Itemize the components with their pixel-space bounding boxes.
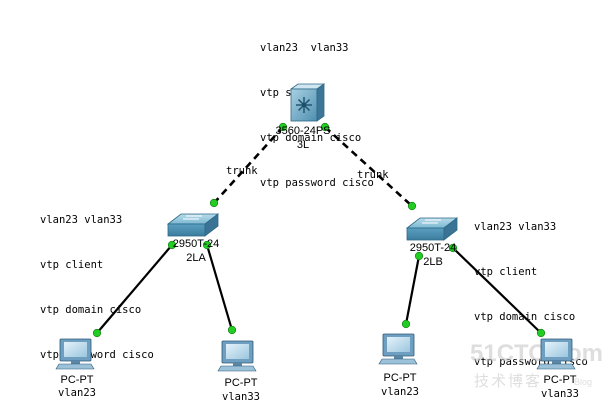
core-model-label: 3560-24PS (275, 125, 330, 137)
monitor-neck (552, 361, 561, 364)
switch-arrows-icon (422, 219, 441, 224)
monitor-screen (64, 342, 87, 357)
access-link (96, 244, 173, 334)
switch-front-face (406, 227, 445, 241)
note-line: vtp password cisco (260, 177, 374, 189)
note-line: vtp client (40, 259, 104, 271)
pc-type-label: PC-PT (544, 374, 577, 386)
monitor-neck (233, 363, 242, 366)
note-line: vlan23 vlan33 (474, 221, 557, 233)
note-line: vtp domain cisco (40, 304, 142, 316)
access-link (205, 244, 234, 331)
pc-2[interactable]: PC-PT vlan33 (217, 340, 260, 403)
core-name-label: 3L (297, 139, 309, 151)
trunk-label-right: trunk (357, 169, 389, 181)
access-link (452, 247, 542, 334)
switch-front-face (167, 223, 206, 237)
left-switch-name-label: 2LA (186, 252, 206, 264)
link-status-dots (92, 122, 546, 338)
switch-side-face (204, 213, 219, 237)
monitor-screen (387, 337, 410, 352)
watermark-brand: 51CTO.com (470, 340, 603, 367)
right-switch-name-label: 2LB (423, 256, 443, 268)
right-switch-model-label: 2950T-24 (410, 242, 456, 254)
switch-hub-dot (301, 102, 307, 108)
monitor-neck (71, 361, 80, 364)
keyboard-base (378, 358, 418, 365)
core-switch[interactable]: 3560-24PS 3L (275, 83, 331, 151)
pc-type-label: PC-PT (61, 374, 94, 386)
watermark-tagline: 技术博客 (474, 372, 542, 390)
access-link (404, 255, 421, 325)
pc-3[interactable]: PC-PT vlan23 (378, 333, 419, 398)
right-switch[interactable]: 2950T-24 2LB (405, 217, 459, 268)
keyboard-base (55, 363, 95, 370)
trunk-link-right (324, 126, 413, 207)
pc-vlan-label: vlan33 (222, 391, 260, 403)
switch-arrows-icon (183, 215, 202, 220)
watermark: 51CTO.com 技术博客 Blog (470, 340, 603, 390)
pc-vlan-label: vlan23 (381, 386, 419, 398)
monitor-neck (394, 356, 403, 359)
left-switch-model-label: 2950T-24 (173, 238, 219, 250)
note-line: vtp domain cisco (260, 132, 362, 144)
keyboard-base (536, 363, 576, 370)
left-switch[interactable]: 2950T-24 2LA (166, 213, 219, 264)
trunk-link-left (213, 126, 284, 204)
note-line: vlan23 vlan33 (260, 42, 349, 54)
monitor-screen (545, 342, 568, 357)
switch-side-face (443, 217, 458, 241)
watermark-badge: Blog (574, 377, 592, 387)
switch-side-face (316, 83, 325, 122)
trunk-label-left: trunk (226, 165, 258, 177)
monitor-screen (226, 344, 249, 359)
pc-type-label: PC-PT (384, 372, 417, 384)
pc-4[interactable]: PC-PT vlan33 (536, 338, 579, 400)
keyboard-base (217, 365, 257, 372)
pc-vlan-label: vlan33 (541, 388, 579, 400)
pc-vlan-label: vlan23 (58, 387, 96, 399)
note-line: vtp client (474, 266, 538, 278)
pc-type-label: PC-PT (225, 377, 258, 389)
pc-1[interactable]: PC-PT vlan23 (55, 338, 96, 399)
note-line: vlan23 vlan33 (40, 214, 123, 226)
